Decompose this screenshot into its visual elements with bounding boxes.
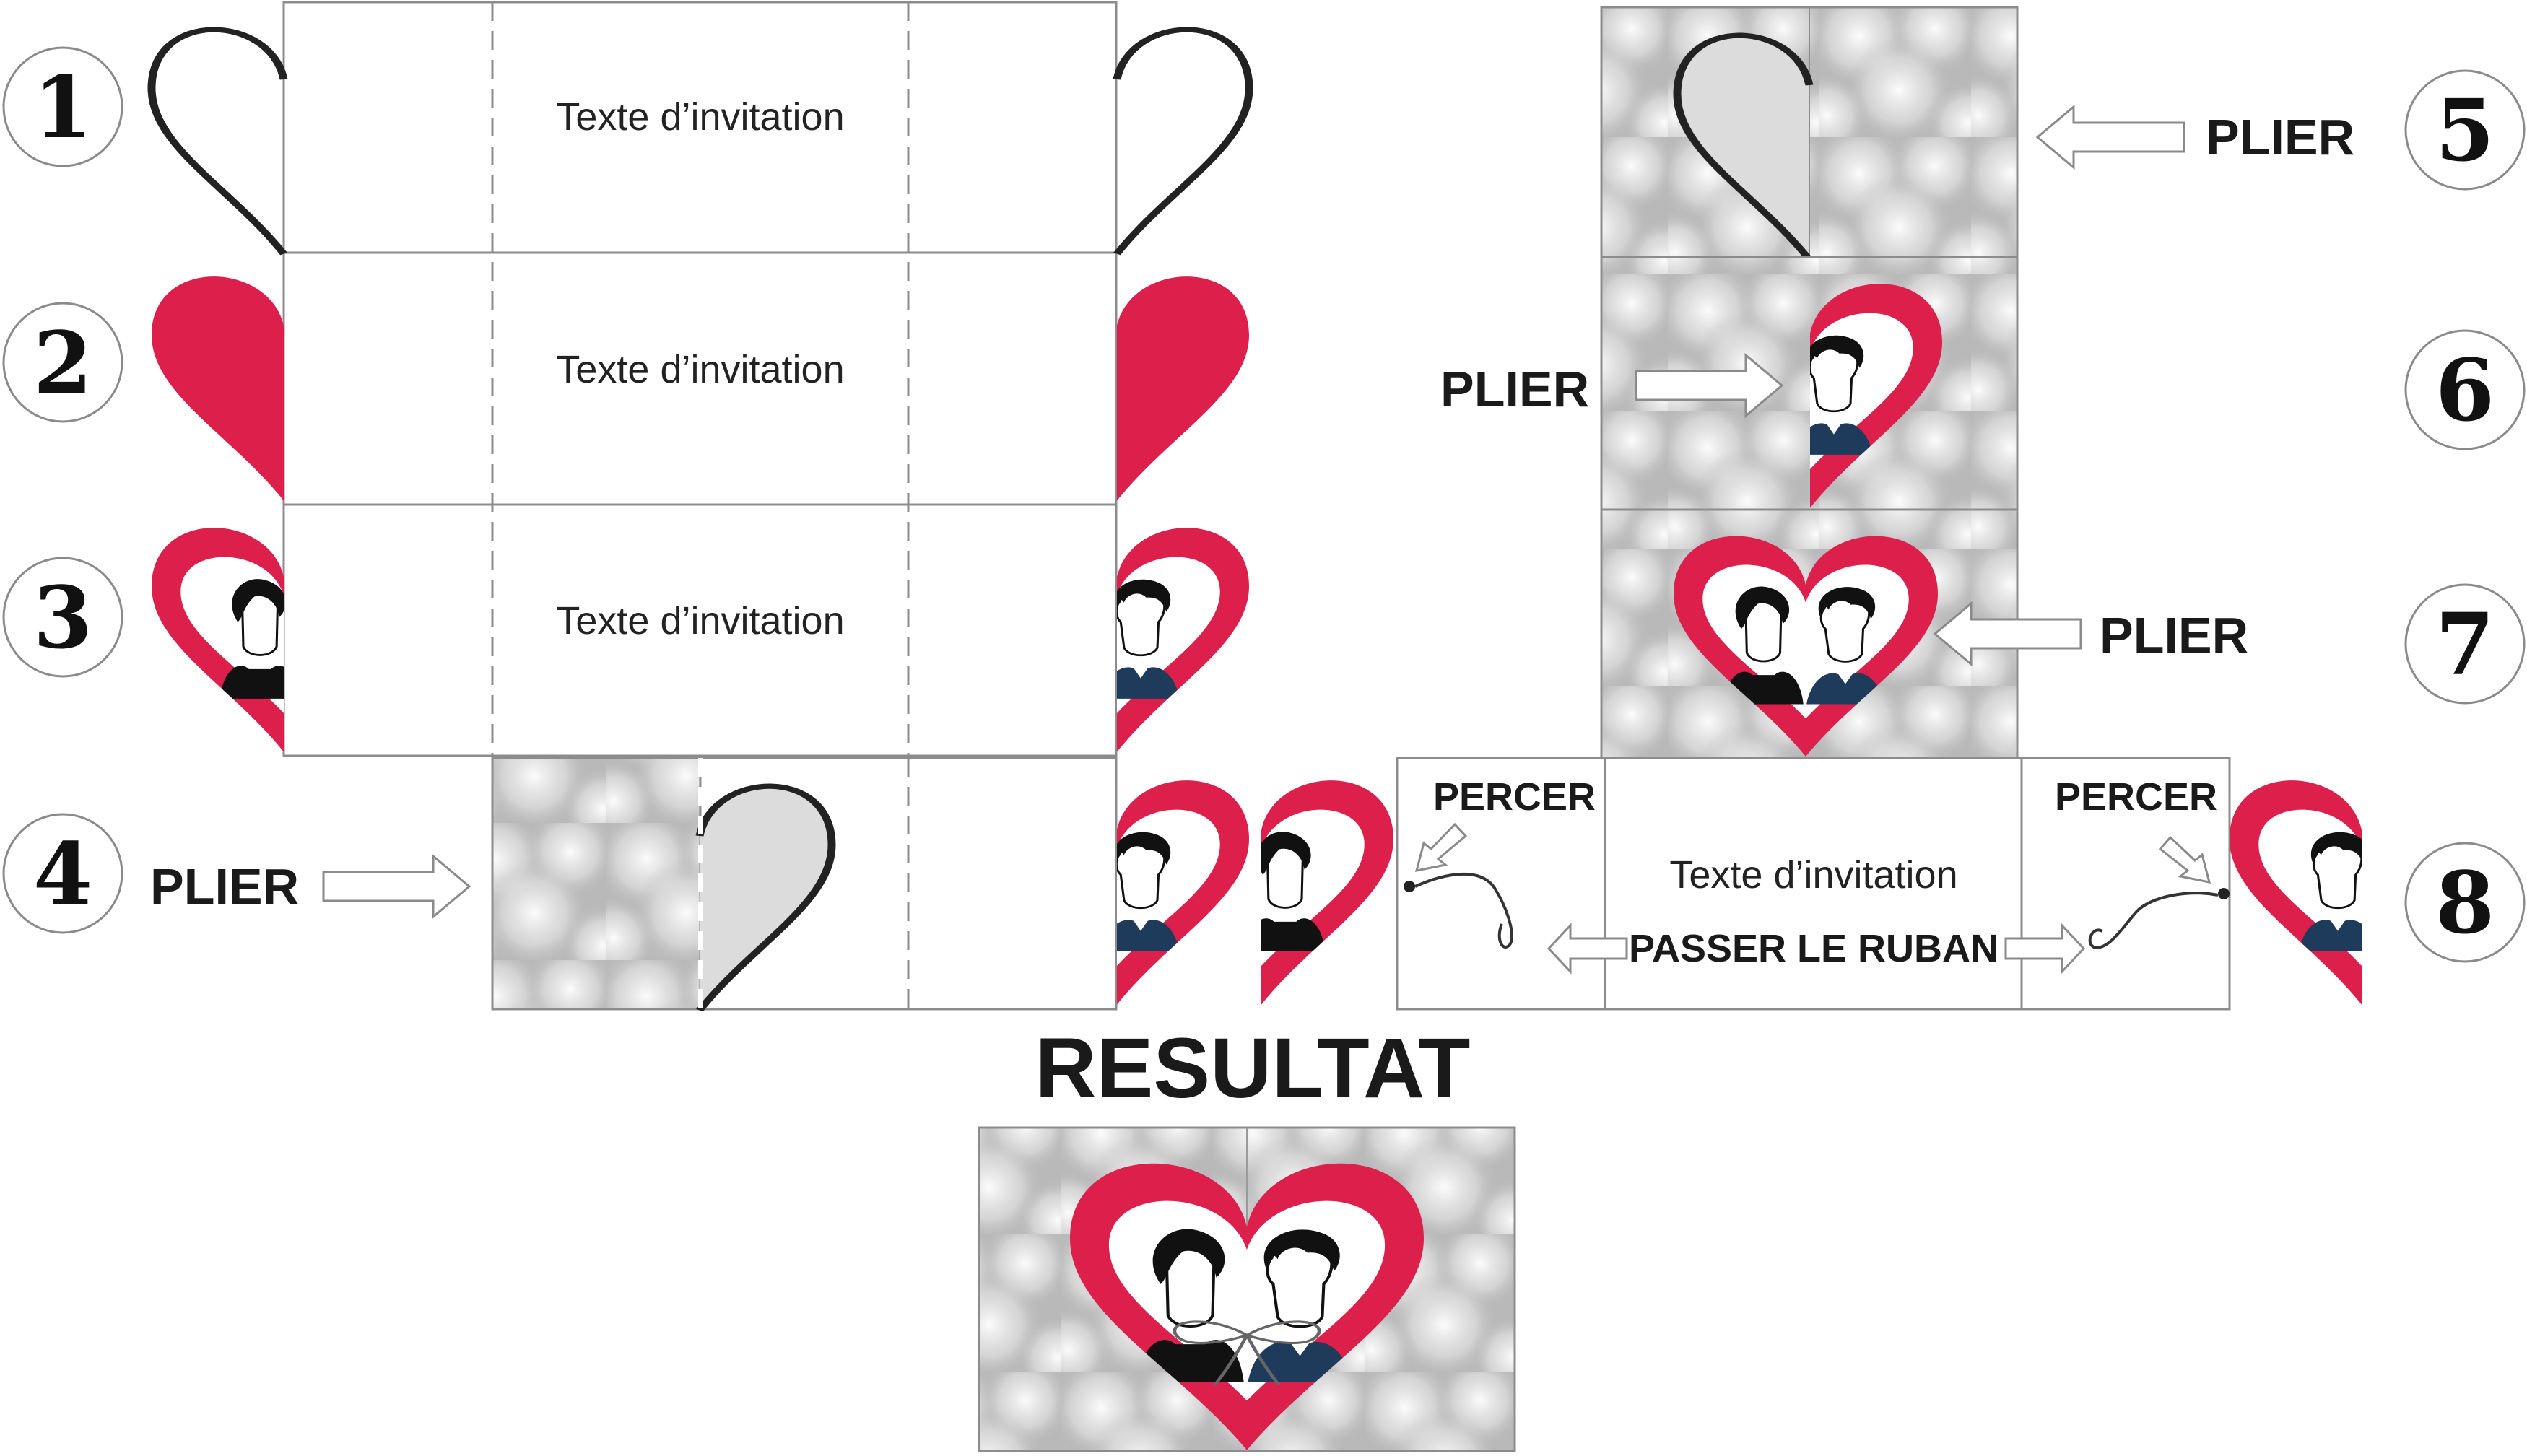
- red-heart-left: [152, 276, 284, 501]
- result-card: [978, 1126, 1516, 1452]
- step-marker-5: 5: [2404, 69, 2526, 191]
- fold-label: PLIER: [2100, 607, 2248, 663]
- step-number: 7: [2435, 594, 2495, 694]
- fold-label: PLIER: [150, 858, 299, 915]
- pierce-label-right: PERCER: [2055, 775, 2217, 819]
- step-4-panel: [491, 757, 1118, 1012]
- step-marker-2: 2: [2, 302, 123, 423]
- step-markers: 1 2 3 4 5 6 7 8: [2, 46, 2526, 963]
- bow-icon: [1173, 1320, 1321, 1386]
- step-8-heart-left: [1261, 780, 1393, 1005]
- step-number: 1: [33, 57, 92, 157]
- fold-label-4: PLIER: [150, 853, 471, 920]
- couple-heart-left: [152, 528, 284, 752]
- ribbon-icon: [1404, 873, 2230, 949]
- fold-label-5: PLIER: [2035, 104, 2354, 170]
- hollow-arrow-icon: [1414, 822, 1468, 872]
- fold-label: PLIER: [2206, 109, 2354, 165]
- step-number: 5: [2435, 80, 2495, 180]
- fold-label-7: PLIER: [1933, 601, 2248, 667]
- step-5-panel: [1600, 6, 2019, 261]
- couple-heart-right: [1116, 528, 1249, 752]
- fold-label: PLIER: [1440, 361, 1589, 417]
- invitation-text-1: Texte d’invitation: [556, 95, 844, 139]
- step-marker-3: 3: [2, 557, 123, 678]
- hollow-arrow-icon: [1933, 601, 2082, 667]
- outline-heart-right: [1113, 27, 1253, 256]
- step-number: 3: [33, 567, 92, 668]
- pierce-label-left: PERCER: [1433, 775, 1596, 819]
- result-title: RESULTAT: [1035, 1021, 1470, 1116]
- step-marker-4: 4: [2, 813, 123, 934]
- fold-label-6: PLIER: [1440, 352, 1784, 419]
- couple-half-heart: [1809, 284, 1942, 508]
- invitation-text-3: Texte d’invitation: [556, 599, 844, 642]
- step-marker-1: 1: [2, 46, 123, 167]
- strip-panels: [282, 1, 1118, 757]
- hollow-arrow-icon: [2035, 104, 2185, 170]
- step-number: 4: [33, 824, 92, 924]
- outline-heart-left: [147, 27, 288, 256]
- hollow-arrow-icon: [1547, 923, 1628, 975]
- step-8-heart-right: [2230, 780, 2362, 1005]
- step-4-heart-right: [1116, 780, 1249, 1005]
- hollow-arrow-icon: [2004, 923, 2086, 975]
- step-8-panel: Texte d’invitation PERCER PERCER PASSER …: [1396, 757, 2231, 1011]
- step-number: 2: [33, 313, 92, 413]
- full-couple-heart: [1674, 536, 1938, 757]
- hollow-arrow-icon: [2158, 835, 2211, 884]
- hollow-arrow-icon: [322, 853, 471, 920]
- step-number: 6: [2435, 340, 2495, 440]
- invitation-strips: Texte d’invitation Texte d’invitation Te…: [282, 1, 1118, 757]
- grey-half-heart: [695, 783, 836, 1012]
- invitation-text-4: Texte d’invitation: [1669, 853, 1957, 897]
- result-heart: [1070, 1163, 1424, 1450]
- step-marker-8: 8: [2404, 842, 2526, 963]
- step-marker-6: 6: [2404, 329, 2526, 450]
- ribbon-label: PASSER LE RUBAN: [1629, 927, 1998, 970]
- hollow-arrow-icon: [1635, 352, 1784, 419]
- step-marker-7: 7: [2404, 583, 2526, 705]
- red-heart-right: [1117, 276, 1249, 501]
- step-number: 8: [2435, 853, 2495, 953]
- invitation-text-2: Texte d’invitation: [556, 348, 844, 391]
- grey-half-heart: [1673, 32, 1814, 261]
